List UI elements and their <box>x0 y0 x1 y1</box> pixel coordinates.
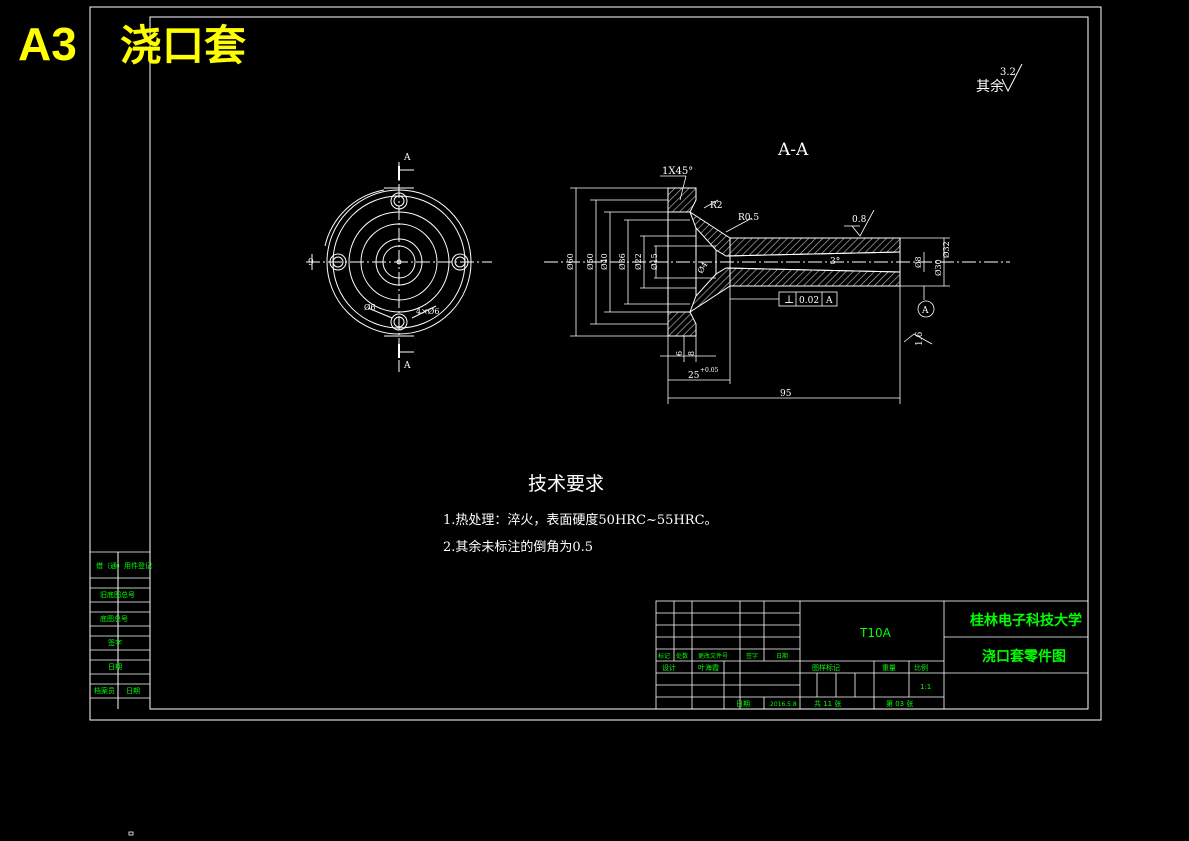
section-label: A-A <box>777 140 809 160</box>
total-sheets: 共 11 张 <box>814 699 841 708</box>
left-strip <box>90 551 150 699</box>
surface-roughness-label: 其余 <box>976 78 1004 95</box>
section-dim-lines <box>570 175 950 404</box>
left-strip-cell-1: 借（通）用件登记 <box>96 561 152 570</box>
dim-ø30: Ø30 <box>934 259 943 276</box>
front-dim-holes: 4×Ø6 <box>416 307 439 316</box>
datum-marker: A <box>921 306 929 316</box>
dim-ø8: Ø8 <box>914 256 923 268</box>
drawing-name: 浇口套零件图 <box>982 648 1066 665</box>
rev-header-doc: 更改文件号 <box>698 652 728 660</box>
tolerance-value: 0.02 <box>799 296 819 306</box>
rev-header-date: 日期 <box>776 652 788 660</box>
sheet-size-label: A3 <box>18 18 77 70</box>
dim-ø4: Ø4 <box>696 260 710 275</box>
dim-r0-5: R0.5 <box>738 213 759 223</box>
date-value: 2016.5.8 <box>770 701 797 708</box>
outer-border <box>89 6 1102 721</box>
title-block-grid <box>655 600 1089 710</box>
date-label: 日期 <box>736 700 750 708</box>
inner-border <box>149 16 1089 710</box>
dim-bottom-8: 8 <box>687 351 696 356</box>
surface-roughness-value: 3.2 <box>1000 67 1016 78</box>
dim-ø15: Ø15 <box>650 253 659 270</box>
rev-header-sign: 签字 <box>746 652 758 660</box>
dim-ø60: Ø60 <box>566 253 575 270</box>
tolerance-datum: A <box>825 296 833 306</box>
left-strip-cell-6: 档案员 <box>94 686 115 695</box>
dim-3deg: 3° <box>830 257 840 267</box>
dim-ø40: Ø40 <box>600 253 609 270</box>
tech-heading: 技术要求 <box>528 473 604 495</box>
school-name: 桂林电子科技大学 <box>969 612 1082 629</box>
dim-ø36: Ø36 <box>618 253 627 270</box>
cursor-dot <box>128 831 134 836</box>
sheet-number: 第 03 张 <box>886 699 913 708</box>
designer: 叶海霞 <box>698 663 719 672</box>
tolerance-symbol: ⊥ <box>784 293 794 306</box>
dim-25-tol: +0.05 <box>700 367 719 374</box>
dim-r2: R2 <box>710 201 723 211</box>
stage-header-scale: 比例 <box>914 663 928 672</box>
roughness-inner-value: 0.8 <box>852 215 867 225</box>
section-outline <box>667 188 901 336</box>
tech-item-1: 1.热处理：淬火，表面硬度50HRC~55HRC。 <box>443 512 718 528</box>
tech-item-2: 2.其余未标注的倒角为0.5 <box>443 539 593 555</box>
left-strip-cell-5: 日期 <box>108 663 122 671</box>
dim-ø32: Ø32 <box>942 241 951 258</box>
sheet-title: 浇口套 <box>120 22 246 69</box>
dim-ø50: Ø50 <box>586 253 595 270</box>
rev-header-count: 处数 <box>676 652 688 660</box>
scale-value: 1:1 <box>920 683 931 691</box>
left-strip-cell-7: 日期 <box>126 687 140 695</box>
stage-header-mark: 图样标记 <box>812 663 840 672</box>
dim-95: 95 <box>780 389 792 399</box>
section-letter-bottom: A <box>403 361 411 371</box>
front-dim-left: 9 <box>308 258 314 268</box>
material: T10A <box>859 626 892 640</box>
front-view <box>306 162 492 372</box>
roughness-datum-value: 1.6 <box>915 331 925 346</box>
stage-header-weight: 重量 <box>882 664 896 672</box>
left-strip-cell-2: 旧底图总号 <box>100 590 135 599</box>
roughness-symbol-icon <box>1001 63 1023 93</box>
dim-ø22: Ø22 <box>634 253 643 270</box>
front-dim-hole-small: Ø6 <box>364 303 376 312</box>
design-label: 设计 <box>662 663 676 672</box>
dim-chamfer: 1X45° <box>662 166 693 177</box>
left-strip-cell-3: 底图总号 <box>100 614 128 623</box>
dim-25: 25 <box>688 371 700 381</box>
rev-header-mark: 标记 <box>658 652 670 660</box>
section-letter-top: A <box>403 153 411 163</box>
left-strip-cell-4: 签字 <box>108 638 122 647</box>
section-hatch <box>667 187 901 337</box>
dim-bottom-6: 6 <box>675 351 684 356</box>
